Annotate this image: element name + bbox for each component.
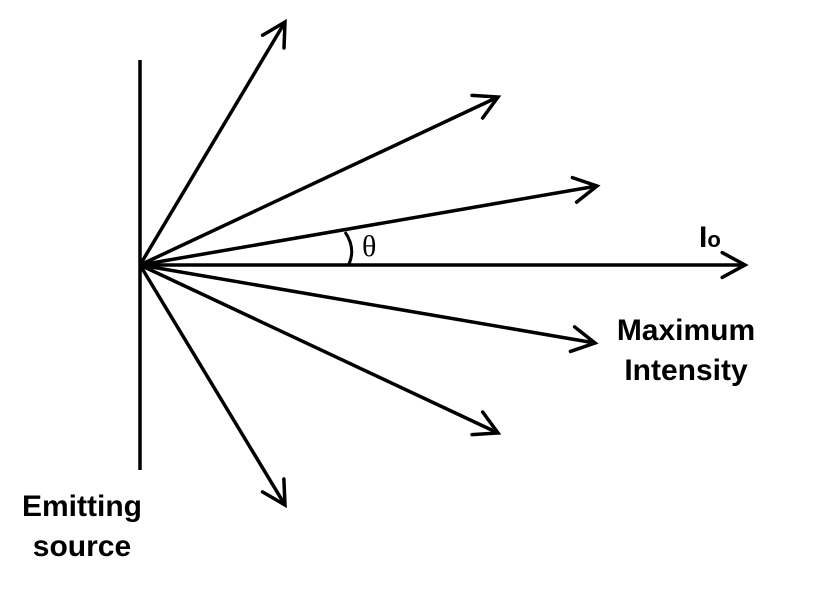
angle-arc	[343, 231, 354, 265]
ray-up-shallow-arrowhead	[570, 175, 601, 204]
ray-up-mid	[139, 95, 499, 267]
ray-down-steep	[138, 264, 287, 506]
ray-down-mid	[139, 263, 499, 435]
ray-down-shallow-arrowhead	[568, 325, 599, 354]
maximum-intensity-line2: Intensity	[624, 354, 748, 387]
intensity-subscript: o	[707, 227, 720, 252]
ray-down-mid-arrowhead	[470, 410, 502, 437]
ray-arrows	[138, 18, 749, 509]
ray-up-steep-arrowhead	[260, 18, 287, 50]
intensity-label: Io	[699, 221, 721, 254]
maximum-intensity-line1: Maximum	[617, 314, 755, 347]
emitting-source-line2: source	[33, 530, 131, 563]
angle-label: θ	[362, 230, 376, 263]
ray-up-shallow	[139, 184, 598, 267]
emitting-source-line1: Emitting	[22, 490, 142, 523]
ray-up-mid-arrowhead	[470, 93, 502, 120]
ray-down-shallow	[139, 263, 596, 345]
ray-down-steep-arrowhead	[260, 477, 287, 509]
intensity-main: I	[699, 221, 707, 254]
ray-normal-arrowhead	[720, 250, 749, 280]
ray-up-steep	[138, 21, 287, 266]
